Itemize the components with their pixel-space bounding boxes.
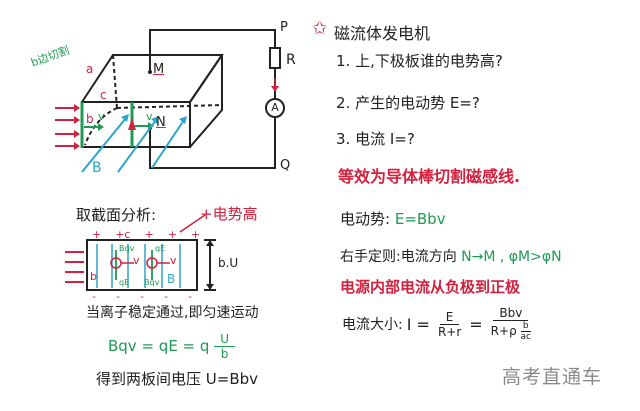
- frac-num: E: [439, 310, 460, 325]
- emf-formula: E=Bbv: [394, 210, 446, 228]
- frac-den: b: [220, 347, 229, 361]
- result-label: 得到两板间电压: [96, 370, 202, 388]
- right-hand-rule-line: 右手定则:电流方向 N→M , φM>φN: [340, 246, 562, 266]
- emf-line: 电动势: E=Bbv: [340, 208, 446, 229]
- force-label: qE: [155, 244, 166, 253]
- b-label: b: [90, 270, 97, 283]
- equivalence-note: 等效为导体棒切割磁感线.: [338, 167, 521, 186]
- question-1: 1. 上,下极板谁的电势高?: [336, 52, 503, 70]
- frac-num: U: [214, 332, 235, 347]
- equals-sign: =: [469, 314, 483, 334]
- current-label: 电流大小:: [342, 317, 403, 333]
- label-B: B: [92, 160, 102, 176]
- rhr-label: 右手定则:电流方向: [340, 249, 457, 265]
- sub-den: ac: [520, 332, 531, 342]
- title: 磁流体发电机: [334, 24, 431, 43]
- current-line: 电流大小: I = E R+r = Bbv R+ρ b ac: [342, 306, 535, 342]
- label-c: c: [100, 88, 107, 102]
- plus-sign: +: [144, 228, 154, 241]
- v-label: v: [170, 254, 177, 267]
- frac-num: Bbv: [493, 306, 529, 321]
- bottom-minus-signs: - - - - -: [92, 290, 192, 303]
- b-over-ac: b ac: [521, 321, 531, 342]
- minus-sign: -: [163, 290, 168, 303]
- minus-sign: -: [92, 290, 96, 303]
- label-N: N: [156, 115, 166, 130]
- source-note: 电源内部电流从负极到正极: [340, 278, 521, 296]
- label-v2: v: [146, 110, 153, 123]
- label-Q: Q: [280, 158, 291, 173]
- label-a: a: [86, 62, 94, 76]
- minus-sign: -: [115, 290, 120, 303]
- frac-den: R+r: [437, 324, 462, 339]
- result-line: 得到两板间电压 U=Bbv: [96, 368, 258, 389]
- plus-sign: +: [190, 228, 201, 241]
- v-label: v: [133, 254, 140, 267]
- label-v1: v: [98, 110, 105, 123]
- current-lhs: I =: [406, 314, 430, 334]
- force-label: Bqv: [119, 244, 135, 253]
- plus-sign: +: [167, 228, 177, 241]
- frac-den: R+ρ b ac: [487, 321, 535, 342]
- plus-sign: +c: [115, 228, 131, 241]
- watermark: 高考直通车: [502, 366, 603, 388]
- force-label: qE: [119, 278, 130, 287]
- cross-section-title: 取截面分析:: [76, 206, 157, 224]
- fraction-e-over-rr: E R+r: [434, 310, 465, 339]
- u-over-b: U b: [214, 332, 235, 361]
- top-plus-signs: + +c + + +: [92, 228, 200, 241]
- B-label: B: [167, 272, 176, 286]
- rhr-formula: N→M , φM>φN: [461, 249, 562, 265]
- fraction-bbv: Bbv R+ρ b ac: [487, 306, 535, 342]
- star-icon: ✩: [312, 18, 328, 39]
- den-prefix: R+ρ: [490, 324, 517, 338]
- plus-sign: +: [92, 228, 102, 241]
- label-P: P: [280, 20, 288, 35]
- balance-lhs: Bqv = qE = q: [108, 337, 210, 355]
- result-formula: U=Bbv: [205, 370, 259, 388]
- steady-note: 当离子稳定通过,即匀速运动: [86, 305, 259, 321]
- label-R: R: [286, 52, 296, 68]
- question-2: 2. 产生的电动势 E=?: [336, 94, 480, 112]
- force-label: Bqv: [144, 278, 160, 287]
- label-M: M: [153, 62, 165, 77]
- emf-label: 电动势:: [340, 210, 391, 228]
- question-3: 3. 电流 I=?: [336, 130, 415, 148]
- label-b: b: [86, 112, 94, 126]
- minus-sign: -: [187, 290, 192, 303]
- balance-formula: Bqv = qE = q U b: [108, 332, 235, 361]
- minus-sign: -: [139, 290, 144, 303]
- height-label: b.U: [218, 256, 239, 270]
- ammeter-label: A: [271, 101, 279, 114]
- sub-num: b: [520, 321, 531, 332]
- plus-potential-note: +电势高: [200, 205, 258, 223]
